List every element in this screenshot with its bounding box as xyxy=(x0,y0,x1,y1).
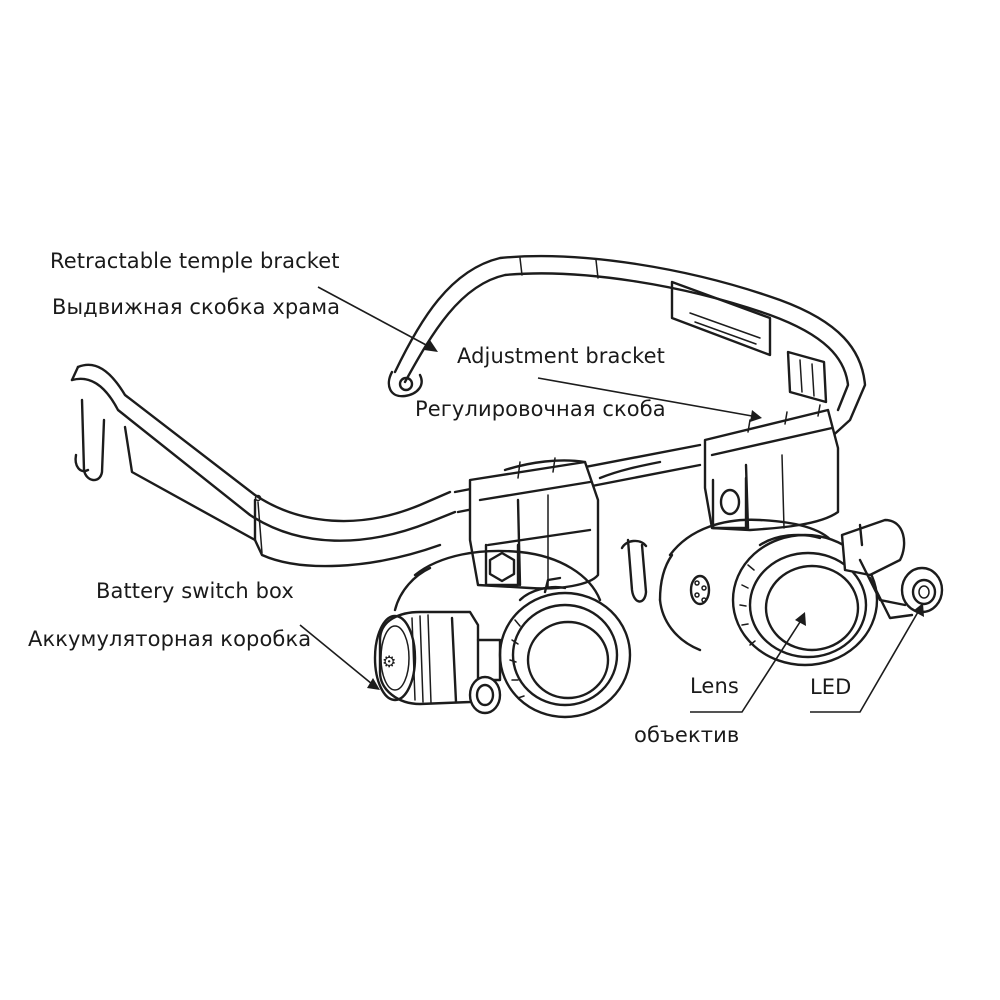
label-battery-en: Battery switch box xyxy=(96,579,294,603)
label-battery-ru: Аккумуляторная коробка xyxy=(28,627,312,651)
callout-leaders xyxy=(299,286,924,713)
retractable-temple-arm xyxy=(387,254,867,442)
left-lens-housing xyxy=(393,549,602,612)
left-temple-arm xyxy=(70,363,457,568)
right-hinge-block xyxy=(703,404,840,532)
left-lens xyxy=(498,576,632,719)
label-led-en: LED xyxy=(810,675,852,699)
label-temple-ru: Выдвижная скобка храма xyxy=(52,295,341,319)
right-lens-housing xyxy=(658,518,837,652)
svg-text:⚙: ⚙ xyxy=(382,652,396,671)
left-hinge-block xyxy=(468,457,600,590)
battery-switch-box: ⚙ xyxy=(373,610,502,715)
label-temple-en: Retractable temple bracket xyxy=(50,249,340,273)
label-adjust-en: Adjustment bracket xyxy=(457,344,665,368)
right-lens xyxy=(731,533,879,667)
label-lens-en: Lens xyxy=(690,674,739,698)
label-lens-ru: объектив xyxy=(634,723,740,747)
label-adjust-ru: Регулировочная скоба xyxy=(415,397,666,421)
